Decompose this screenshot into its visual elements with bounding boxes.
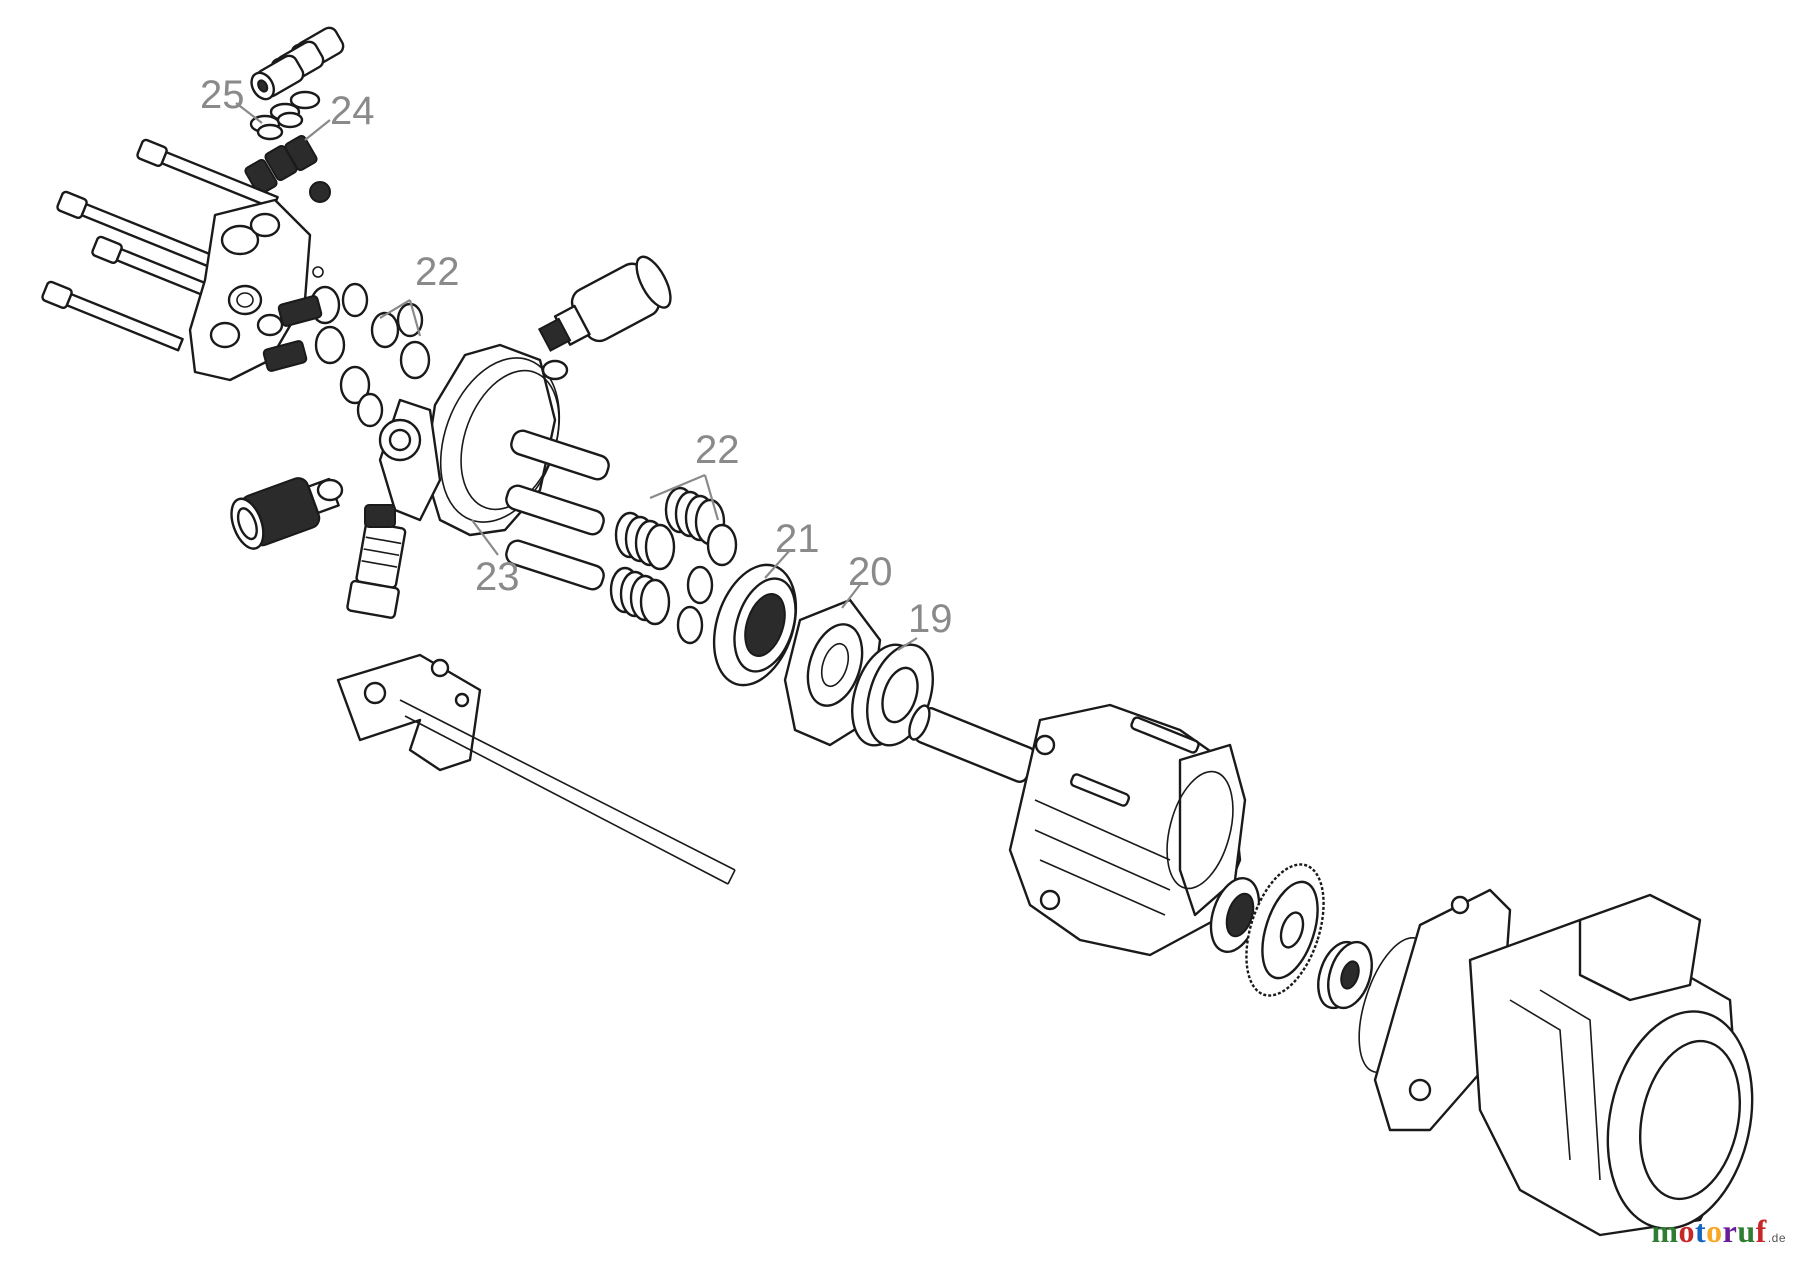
pistons: [505, 429, 610, 591]
piston-springs: [609, 486, 738, 645]
motor-bearing: [1317, 940, 1373, 1010]
gear-housing: [1008, 703, 1247, 957]
brand-letter: o: [1706, 1213, 1723, 1249]
pressure-switch: [336, 653, 736, 885]
brand-letter: r: [1722, 1213, 1738, 1249]
manifold-head: [188, 198, 312, 382]
swash-plate-bearing: [712, 563, 798, 687]
brand-letter: t: [1695, 1213, 1707, 1249]
drive-gear: [1245, 863, 1325, 997]
piston-seals: [262, 266, 431, 428]
brand-tld: .de: [1767, 1231, 1786, 1245]
brand-logo: motoruf.de: [1651, 1213, 1786, 1250]
callout-22-upper: 22: [415, 250, 460, 294]
brand-name: motoruf: [1651, 1213, 1766, 1249]
callout-leaders: [235, 102, 918, 651]
manifold-bolts: [41, 138, 279, 352]
brand-letter: m: [1651, 1213, 1679, 1249]
electric-motor: [1358, 888, 1754, 1237]
outlet-fitting: [537, 255, 672, 381]
callout-24: 24: [330, 89, 375, 133]
callout-23: 23: [475, 555, 520, 599]
callout-25: 25: [200, 73, 245, 117]
check-valves: [244, 134, 331, 203]
quick-coupler: [230, 477, 344, 550]
callout-21: 21: [775, 517, 820, 561]
callout-labels: 25 24 22 22 23 21 20 19: [200, 73, 953, 641]
brand-letter: f: [1755, 1213, 1767, 1249]
valve-caps: [249, 26, 345, 141]
brand-letter: u: [1737, 1213, 1756, 1249]
inlet-fitting: [346, 504, 407, 619]
callout-20: 20: [848, 550, 893, 594]
brand-letter: o: [1678, 1213, 1695, 1249]
shaft-seal: [1209, 877, 1261, 953]
callout-19: 19: [908, 597, 953, 641]
callout-22-lower: 22: [695, 428, 740, 472]
drive-shaft: [908, 704, 1037, 783]
